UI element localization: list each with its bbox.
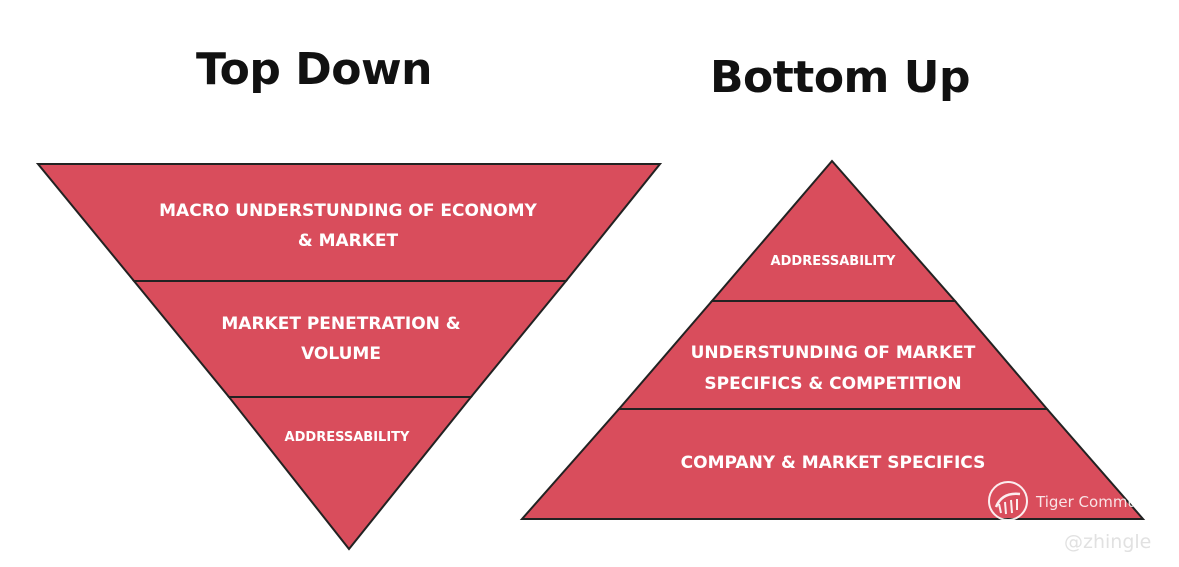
top-down-tier-1-label-line1: MACRO UNDERSTUNDING OF ECONOMY bbox=[159, 201, 537, 221]
tiger-logo-icon bbox=[988, 481, 1028, 521]
top-down-tier-2-label-line1: MARKET PENETRATION & bbox=[221, 314, 460, 334]
bottom-up-tier-3-label: COMPANY & MARKET SPECIFICS bbox=[681, 453, 986, 473]
top-down-tier-2-label-line2: VOLUME bbox=[301, 344, 381, 364]
top-down-tier-3-shape bbox=[226, 396, 474, 551]
watermark: Tiger Community @zhingle bbox=[988, 481, 1165, 553]
bottom-up-title: Bottom Up bbox=[710, 52, 970, 103]
top-down-tier-1-label-line2: & MARKET bbox=[298, 231, 399, 251]
top-down-funnel: MACRO UNDERSTUNDING OF ECONOMY & MARKET … bbox=[35, 163, 663, 551]
bottom-up-tier-3-shape bbox=[519, 408, 1146, 520]
bottom-up-tier-1-shape bbox=[709, 159, 958, 302]
bottom-up-tier-2-label-line1: UNDERSTUNDING OF MARKET bbox=[691, 343, 976, 363]
top-down-tier-1-shape bbox=[35, 163, 663, 282]
top-down-tier-3-label: ADDRESSABILITY bbox=[285, 430, 410, 445]
top-down-tier-2-shape bbox=[131, 280, 569, 398]
bottom-up-tier-2-label-line2: SPECIFICS & COMPETITION bbox=[704, 374, 961, 394]
bottom-up-pyramid: ADDRESSABILITY UNDERSTUNDING OF MARKET S… bbox=[519, 159, 1146, 520]
watermark-handle: @zhingle bbox=[1064, 531, 1151, 553]
top-down-title: Top Down bbox=[196, 44, 432, 95]
watermark-brand: Tiger Community bbox=[1035, 493, 1165, 511]
bottom-up-tier-1-label: ADDRESSABILITY bbox=[771, 254, 896, 269]
